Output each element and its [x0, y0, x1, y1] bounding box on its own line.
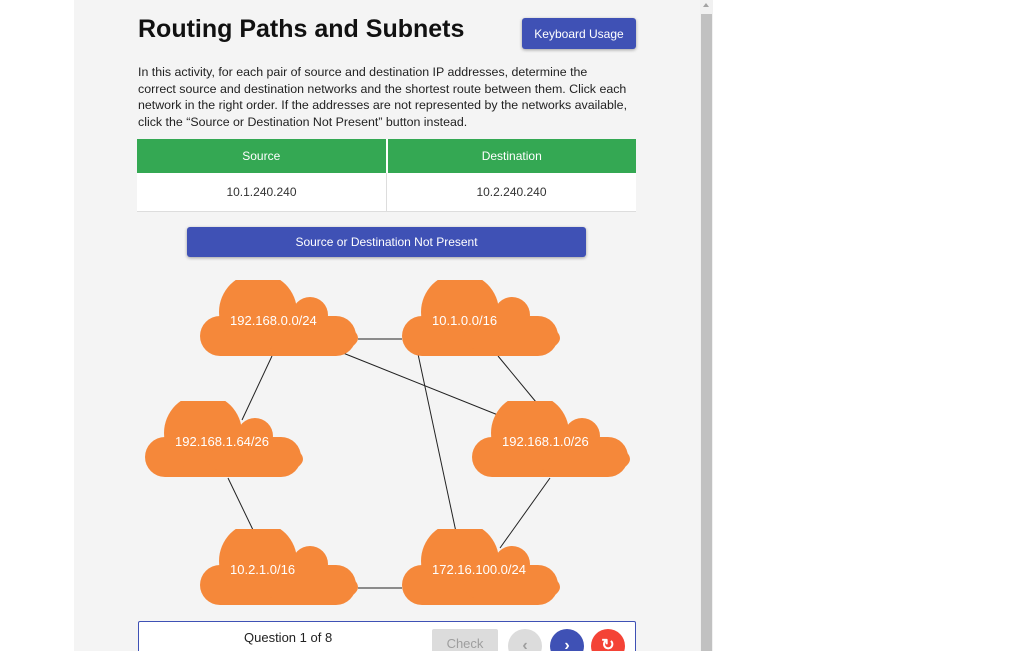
network-cloud-10-2-1-0[interactable]: 10.2.1.0/16 — [198, 529, 360, 607]
network-cloud-192-168-1-64[interactable]: 192.168.1.64/26 — [143, 401, 305, 479]
network-cloud-192-168-0-0[interactable]: 192.168.0.0/24 — [198, 280, 360, 358]
chevron-right-icon: › — [564, 637, 570, 651]
page-title: Routing Paths and Subnets — [138, 15, 465, 43]
link-192-168-0-0-to-192-168-1-0 — [337, 350, 499, 416]
cloud-icon — [145, 401, 303, 477]
network-links — [227, 338, 551, 589]
address-pair-table: Source Destination 10.1.240.240 10.2.240… — [137, 139, 636, 212]
next-question-button[interactable]: › — [550, 629, 584, 651]
source-header: Source — [137, 139, 387, 173]
not-present-button[interactable]: Source or Destination Not Present — [187, 227, 586, 257]
cloud-icon — [402, 280, 560, 356]
question-footer: Question 1 of 8 Check ‹ › ↻ — [138, 621, 636, 651]
chevron-left-icon: ‹ — [522, 637, 528, 651]
question-counter: Question 1 of 8 — [244, 630, 333, 645]
table-row: 10.1.240.240 10.2.240.240 — [137, 173, 636, 212]
destination-address: 10.2.240.240 — [386, 173, 636, 212]
network-label: 10.2.1.0/16 — [230, 562, 296, 577]
network-cloud-10-1-0-0[interactable]: 10.1.0.0/16 — [400, 280, 562, 358]
scroll-up-arrow-icon[interactable] — [703, 3, 709, 7]
cloud-icon — [472, 401, 630, 477]
link-10-1-0-0-to-192-168-1-0 — [497, 355, 537, 403]
network-cloud-192-168-1-0[interactable]: 192.168.1.0/26 — [470, 401, 632, 479]
check-button[interactable]: Check — [432, 629, 498, 651]
link-192-168-0-0-to-192-168-1-64 — [241, 355, 273, 421]
link-192-168-1-0-to-172-16-100-0 — [499, 477, 551, 549]
activity-panel: Routing Paths and Subnets Keyboard Usage… — [74, 0, 700, 651]
destination-header: Destination — [385, 139, 636, 173]
source-address: 10.1.240.240 — [137, 173, 387, 212]
instructions-text: In this activity, for each pair of sourc… — [138, 65, 628, 129]
network-label: 192.168.1.64/26 — [175, 434, 269, 449]
refresh-icon: ↻ — [601, 637, 615, 651]
reset-button[interactable]: ↻ — [591, 629, 625, 651]
network-label: 10.1.0.0/16 — [432, 313, 498, 328]
cloud-icon — [200, 529, 358, 605]
link-192-168-1-64-to-10-2-1-0 — [227, 477, 255, 533]
cloud-icon — [200, 280, 358, 356]
network-cloud-172-16-100-0[interactable]: 172.16.100.0/24 — [400, 529, 562, 607]
network-label: 172.16.100.0/24 — [432, 562, 526, 577]
network-label: 192.168.1.0/26 — [502, 434, 589, 449]
keyboard-usage-button[interactable]: Keyboard Usage — [522, 18, 636, 49]
cloud-icon — [402, 529, 560, 605]
scrollbar-thumb[interactable] — [701, 14, 712, 651]
previous-question-button[interactable]: ‹ — [508, 629, 542, 651]
vertical-scrollbar[interactable] — [700, 0, 713, 651]
network-label: 192.168.0.0/24 — [230, 313, 317, 328]
link-10-1-0-0-to-172-16-100-0 — [417, 353, 457, 533]
